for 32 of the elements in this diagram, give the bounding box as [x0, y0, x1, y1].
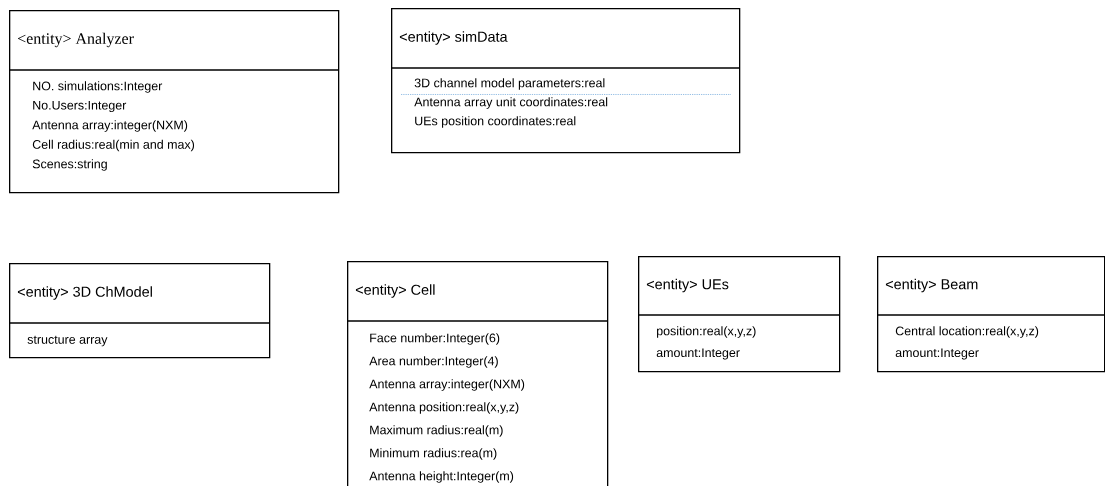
entity-box [346, 261, 609, 486]
entity-box [390, 8, 741, 154]
attribute-text: Antenna position:real(x,y,z) [369, 402, 519, 414]
attribute-text: NO. simulations:Integer [33, 81, 163, 93]
attribute-text: Area number:Integer(4) [369, 356, 498, 368]
attribute-text: Antenna array:integer(NXM) [369, 379, 525, 391]
attribute-text: structure array [27, 335, 108, 347]
attribute-text: Antenna array unit coordinates:real [414, 97, 608, 109]
entity-title: <entity> UEs [646, 278, 729, 293]
entity-box [8, 263, 271, 359]
attribute-text: Maximum radius:real(m) [370, 425, 503, 437]
attribute-text: No.Users:Integer [33, 100, 127, 113]
attribute-text: Antenna array:integer(NXM) [32, 120, 188, 132]
entity-title: <entity> 3D ChModel [17, 286, 152, 300]
entity-box [8, 10, 340, 194]
attribute-text: 3D channel model parameters:real [414, 78, 605, 90]
attribute-text: Minimum radius:rea(m) [370, 448, 497, 460]
entity-title: <entity> simData [399, 31, 508, 45]
entity-box [876, 256, 1105, 373]
attribute-text: position:real(x,y,z) [657, 326, 756, 338]
attribute-text: Scenes:string [32, 159, 107, 171]
entity-box [637, 256, 841, 373]
attribute-text: Antenna height:Integer(m) [369, 471, 514, 483]
attribute-text: Cell radius:real(min and max) [32, 139, 195, 152]
attribute-text: amount:Integer [895, 348, 979, 360]
attribute-text: Central location:real(x,y,z) [895, 326, 1039, 338]
attribute-text: UEs position coordinates:real [415, 116, 576, 128]
attribute-text: amount:Integer [656, 348, 740, 360]
entity-title: <entity> Cell [355, 284, 435, 298]
attribute-text: Face number:Integer(6) [370, 333, 500, 345]
entity-title: <entity> Analyzer [18, 32, 134, 48]
entity-title: <entity> Beam [885, 278, 978, 293]
